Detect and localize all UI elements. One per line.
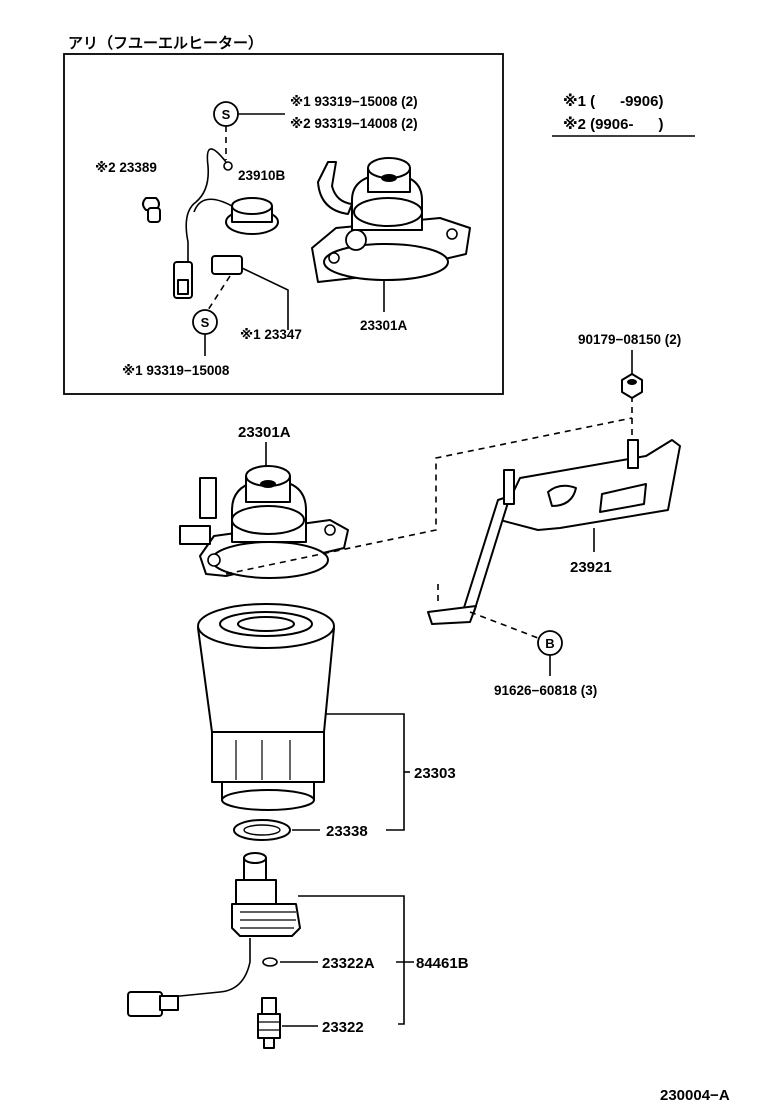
figure-code: 230004−A	[660, 1087, 730, 1104]
inset-bolt-lower-label: ※1 93319−15008	[122, 363, 230, 378]
filter-head-23301A	[179, 465, 349, 579]
svg-text:S: S	[222, 107, 231, 122]
bracket-label: 23921	[570, 559, 612, 576]
plug-label: 23322	[322, 1019, 364, 1036]
bracket-23921	[427, 439, 681, 625]
callout-s-upper: S	[213, 101, 239, 127]
callout-b: B	[537, 630, 563, 656]
inset-sensor-label: 23910B	[238, 168, 286, 183]
leader-sensor-assy	[298, 895, 405, 1025]
sensor-assy-label: 84461B	[416, 955, 469, 972]
gasket-23338	[233, 819, 291, 841]
dash-bolt	[437, 584, 539, 639]
inset-connector-label: ※1 23347	[240, 327, 302, 342]
inset-frame	[63, 53, 504, 395]
nut-label: 90179−08150 (2)	[578, 332, 681, 347]
sensor-23910B	[185, 148, 279, 270]
oring-label: 23322A	[322, 955, 375, 972]
plug-23322	[257, 997, 281, 1049]
svg-text:B: B	[545, 636, 554, 651]
connector-23347	[173, 255, 243, 299]
dash-connector	[207, 275, 231, 311]
filter-head-label: 23301A	[238, 424, 291, 441]
filter-label: 23303	[414, 765, 456, 782]
leader-connector	[241, 267, 289, 330]
inset-clamp-label: ※2 23389	[95, 160, 157, 175]
legend-line-1: ※1 ( -9906)	[563, 92, 663, 110]
inset-bolt-note-b: ※2 93319−14008 (2)	[290, 116, 418, 131]
legend: ※1 ( -9906) ※2 (9906- )	[552, 92, 695, 137]
oring-23322A	[262, 957, 278, 967]
svg-text:S: S	[201, 315, 210, 330]
clamp-23389	[142, 197, 161, 223]
inset-bolt-note-a: ※1 93319−15008 (2)	[290, 94, 418, 109]
callout-s-lower: S	[192, 309, 218, 335]
sensor-84461B	[127, 852, 301, 1017]
filter-23303	[197, 603, 335, 811]
inset-title: アリ（フユーエルヒーター）	[68, 34, 263, 52]
nut-90179	[621, 373, 643, 399]
inset-filter-head	[311, 157, 471, 283]
leader-filter	[326, 713, 405, 831]
inset-filter-head-label: 23301A	[360, 318, 408, 333]
dash-head-to-bracket	[225, 417, 633, 575]
bolt-label: 91626−60818 (3)	[494, 683, 597, 698]
legend-line-2: ※2 (9906- )	[563, 115, 663, 133]
gasket-label: 23338	[326, 823, 368, 840]
